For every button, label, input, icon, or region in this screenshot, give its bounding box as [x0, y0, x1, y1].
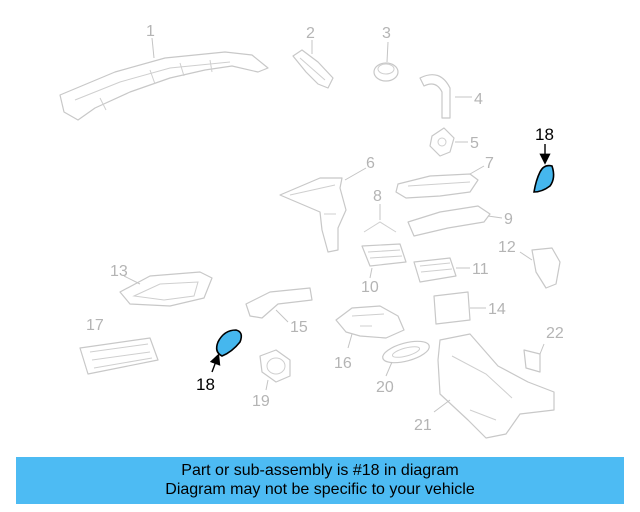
callout-10: 8 — [373, 188, 382, 220]
svg-text:1: 1 — [146, 23, 155, 40]
callout-20: 22 — [539, 325, 564, 355]
callout-7: 13 — [110, 263, 141, 285]
callout-5: 4 — [455, 91, 483, 108]
part-14-vent — [531, 247, 561, 289]
part-13-bracket — [335, 305, 405, 339]
callout-8: 6 — [344, 155, 375, 181]
callout-4: 5 — [455, 135, 479, 152]
callout-15: 19 — [252, 379, 270, 410]
part-2-grommet — [373, 62, 399, 82]
part-18-label-right: 18 — [535, 125, 554, 144]
callout-22: 17 — [86, 317, 104, 334]
banner-line-2: Diagram may not be specific to your vehi… — [165, 481, 475, 498]
svg-text:12: 12 — [498, 239, 516, 256]
svg-text:11: 11 — [472, 261, 489, 278]
svg-text:4: 4 — [474, 91, 483, 108]
svg-text:14: 14 — [488, 301, 506, 318]
part-8-duct — [279, 177, 347, 253]
part-16-duct — [407, 205, 491, 237]
callout-19: 21 — [414, 399, 451, 434]
svg-text:13: 13 — [110, 263, 128, 280]
svg-text:22: 22 — [546, 325, 564, 342]
svg-text:2: 2 — [306, 25, 315, 42]
callout-21: 20 — [376, 361, 394, 396]
part-11-vent — [413, 257, 457, 283]
part-3 — [292, 49, 334, 89]
svg-text:6: 6 — [366, 155, 375, 172]
part-4-bracket — [429, 127, 455, 157]
callout-13: 16 — [334, 333, 353, 372]
part-7-panel — [119, 271, 213, 307]
callout-11: 11 — [456, 261, 489, 278]
svg-text:17: 17 — [86, 317, 104, 334]
part-18-highlight-left[interactable]: 18 — [196, 329, 243, 394]
part-18-highlight-right[interactable]: 18 — [533, 125, 555, 193]
part-19-duct — [437, 333, 555, 439]
part-17-hose — [245, 287, 313, 319]
part-6-duct — [395, 173, 479, 199]
svg-text:19: 19 — [252, 393, 270, 410]
svg-text:10: 10 — [361, 279, 379, 296]
callout-17: 15 — [275, 309, 308, 336]
callout-6: 7 — [469, 155, 494, 175]
svg-text:7: 7 — [485, 155, 494, 172]
svg-text:5: 5 — [470, 135, 479, 152]
callout-12: 14 — [470, 301, 506, 318]
svg-text:3: 3 — [382, 25, 391, 42]
callout-9: 10 — [361, 267, 379, 296]
banner-line-1: Part or sub-assembly is #18 in diagram — [181, 462, 459, 479]
svg-text:15: 15 — [290, 319, 308, 336]
callout-1: 1 — [146, 23, 155, 59]
part-10-clip — [363, 221, 397, 233]
part-18-label-left: 18 — [196, 375, 215, 394]
part-12-vent — [433, 291, 471, 325]
part-20 — [523, 349, 541, 373]
svg-text:20: 20 — [376, 379, 394, 396]
svg-text:8: 8 — [373, 188, 382, 205]
callout-14: 12 — [498, 239, 533, 261]
part-1-dash-duct — [59, 51, 269, 121]
svg-text:21: 21 — [414, 417, 432, 434]
part-21-ring — [382, 340, 430, 364]
svg-text:16: 16 — [334, 355, 352, 372]
callout-16: 9 — [487, 211, 513, 228]
svg-text:9: 9 — [504, 211, 513, 228]
part-22-vent — [79, 337, 159, 375]
part-15-vent — [259, 349, 291, 383]
part-5-hose — [419, 74, 451, 119]
callout-3: 2 — [306, 25, 315, 54]
callout-2: 3 — [382, 25, 391, 63]
info-banner: Part or sub-assembly is #18 in diagram D… — [16, 457, 624, 504]
part-9-vent — [361, 243, 407, 267]
